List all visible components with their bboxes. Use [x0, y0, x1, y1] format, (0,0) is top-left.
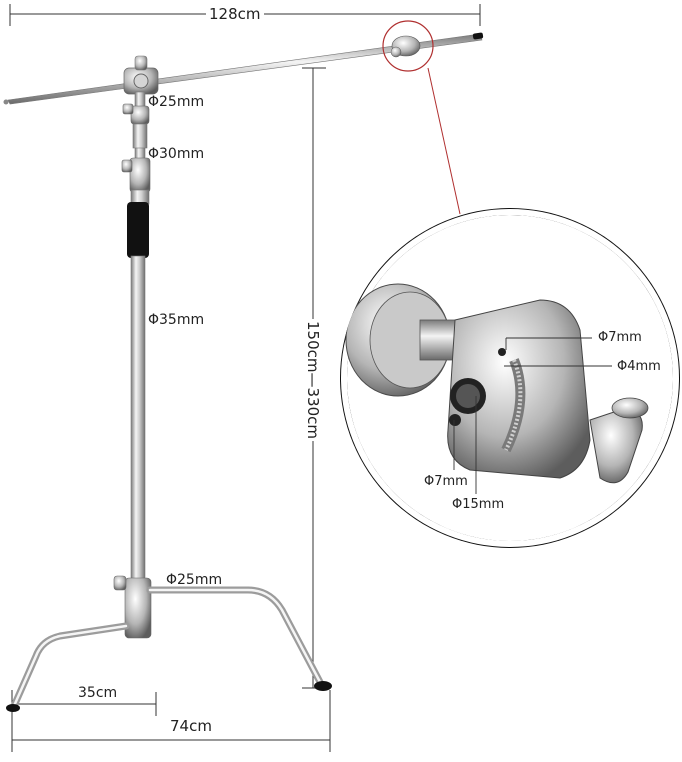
diameter-middle-label: Φ30mm — [148, 146, 205, 162]
stand-base — [6, 575, 332, 712]
leg-span-label: 74cm — [170, 717, 212, 735]
leg-short-label: 35cm — [78, 685, 118, 701]
detail-hole-top-label: Φ7mm — [598, 330, 642, 345]
grip-head — [123, 55, 159, 95]
leg-dimensions — [11, 690, 331, 752]
height-range-label: 150cm—330cm — [304, 319, 322, 441]
detail-pin-label: Φ4mm — [617, 359, 661, 374]
diameter-base-label: Φ25mm — [166, 572, 223, 588]
diameter-bottom-label: Φ35mm — [148, 312, 205, 328]
boom-length-label: 128cm — [206, 6, 264, 22]
detail-callout-marker — [382, 20, 461, 215]
detail-bore-label: Φ15mm — [452, 497, 505, 512]
diameter-top-label: Φ25mm — [148, 94, 205, 110]
detail-magnifier — [340, 208, 680, 548]
stand-column — [121, 91, 151, 581]
detail-hole-side-label: Φ7mm — [424, 474, 468, 489]
